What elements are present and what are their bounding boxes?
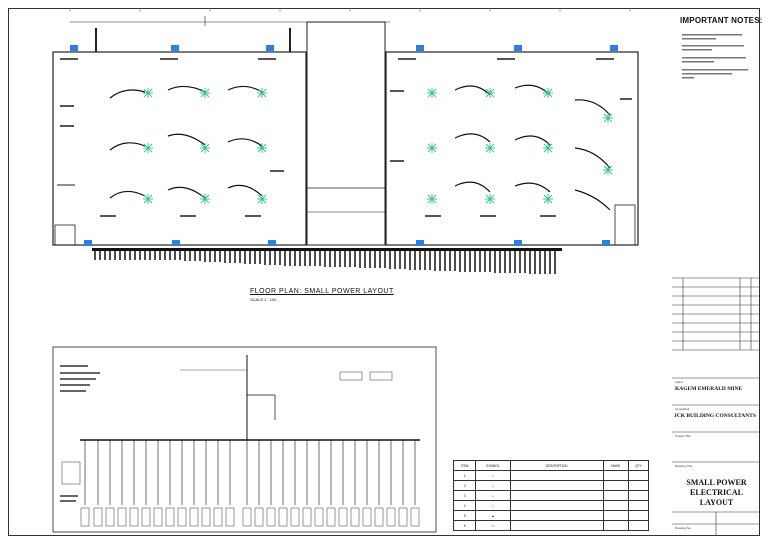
legend-row: 1⊥ xyxy=(452,470,650,481)
drawing-title-label: Drawing Title xyxy=(675,464,693,468)
drawing-title-line1: SMALL POWER xyxy=(686,478,747,487)
legend-symbol-icon: ⊥ xyxy=(475,500,511,511)
drawing-title-line2: ELECTRICAL LAYOUT xyxy=(690,488,743,507)
legend-item: 6 xyxy=(452,520,477,531)
legend-symbol-icon: ⊥ xyxy=(475,480,511,491)
legend-symbol-icon: ▭ xyxy=(475,520,511,531)
legend-row: 6▭ xyxy=(452,520,650,531)
legend-row: 5▲ xyxy=(452,510,650,521)
drawing-border xyxy=(8,8,760,536)
legend-symbol-icon: ⊥ xyxy=(475,470,511,481)
legend-header-item: ITEM xyxy=(452,460,477,471)
legend-row: 2⊥ xyxy=(452,480,650,491)
legend-item: 1 xyxy=(452,470,477,481)
client-label: Client xyxy=(675,380,683,384)
consultant-name: JCK BUILDING CONSULTANTS xyxy=(674,413,756,419)
legend-symbol-icon: ⊥ xyxy=(475,490,511,501)
legend-header-make: MAKE xyxy=(602,460,629,471)
floor-plan-scale: SCALE 1 : 100 xyxy=(250,297,277,302)
legend-header-symbol: SYMBOL xyxy=(475,460,511,471)
legend-symbol-icon: ▲ xyxy=(475,510,511,521)
drawing-number-label: Drawing No. xyxy=(675,526,692,530)
legend-item: 3 xyxy=(452,490,477,501)
important-notes-title: IMPORTANT NOTES: xyxy=(680,16,763,25)
legend-row: 3⊥ xyxy=(452,490,650,501)
legend-item: 5 xyxy=(452,510,477,521)
project-label: Project Title xyxy=(675,434,691,438)
legend-header-qty: QTY xyxy=(627,460,650,471)
client-name: KAGEM EMERALD MINE xyxy=(675,386,743,392)
legend-header-description: DESCRIPTION xyxy=(509,460,604,471)
consultant-label: Consultant xyxy=(675,407,690,411)
legend-item: 2 xyxy=(452,480,477,491)
legend-row: 4⊥ xyxy=(452,500,650,511)
symbol-legend-table: ITEM SYMBOL DESCRIPTION MAKE QTY 1⊥ 2⊥ 3… xyxy=(452,460,650,531)
legend-item: 4 xyxy=(452,500,477,511)
floor-plan-title: FLOOR PLAN: SMALL POWER LAYOUT xyxy=(250,288,394,295)
